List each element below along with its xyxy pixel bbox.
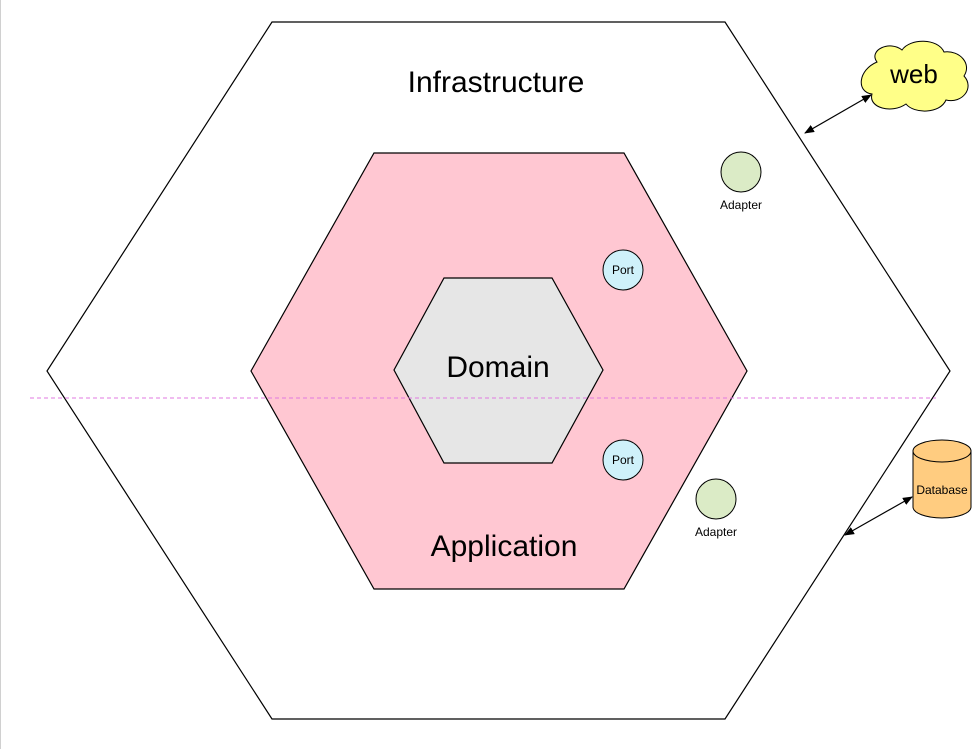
- port-label: Port: [612, 453, 635, 467]
- adapter-label: Adapter: [695, 525, 737, 539]
- adapter-label: Adapter: [720, 198, 762, 212]
- database-cylinder[interactable]: Database: [912, 439, 972, 519]
- port-upper[interactable]: Port: [602, 249, 644, 291]
- database-label: Database: [916, 483, 968, 497]
- port-circle: [602, 439, 644, 481]
- database-top-rim: [912, 450, 972, 463]
- domain-label: Domain: [446, 351, 549, 384]
- web-label: web: [889, 59, 938, 89]
- port-label: Port: [612, 263, 635, 277]
- database-icon: [912, 439, 972, 519]
- adapter-circle: [695, 478, 737, 520]
- web-cloud[interactable]: web: [860, 40, 969, 112]
- domain-hexagon[interactable]: [393, 277, 604, 464]
- adapter-upper[interactable]: Adapter: [720, 151, 762, 212]
- database-connection-arrow[interactable]: [844, 496, 913, 536]
- infrastructure-label: Infrastructure: [408, 66, 585, 99]
- adapter-lower[interactable]: Adapter: [695, 478, 737, 539]
- port-lower[interactable]: Port: [602, 439, 644, 481]
- adapter-circle: [720, 151, 762, 193]
- port-circle: [602, 249, 644, 291]
- web-connection-arrow[interactable]: [804, 94, 872, 134]
- application-label: Application: [431, 530, 578, 563]
